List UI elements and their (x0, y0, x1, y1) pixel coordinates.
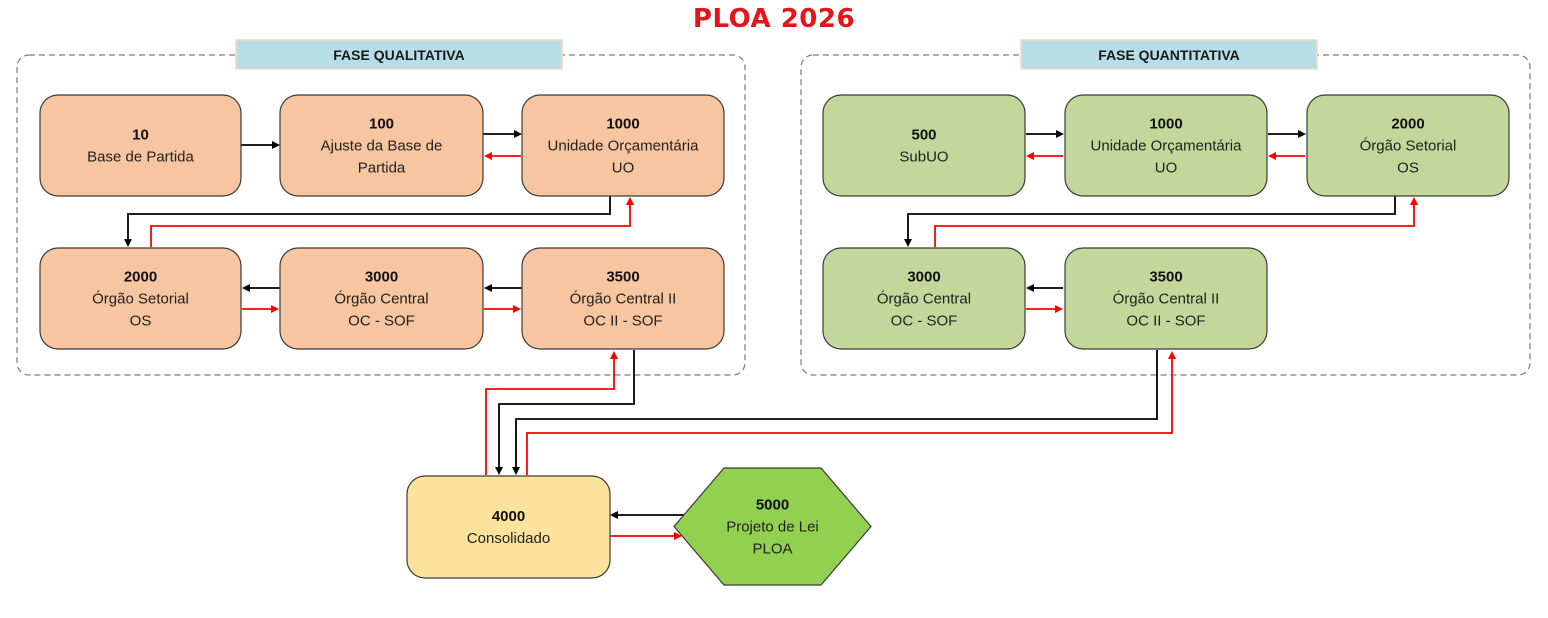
rounded-box-shape (1064, 247, 1268, 350)
node-label-line: UO (612, 160, 635, 177)
phase-quantitativa: FASE QUANTITATIVA (800, 39, 1531, 376)
node-label-line: OS (1397, 160, 1419, 177)
flow-c4000-to-n3500 (526, 351, 1176, 475)
node-code: 10 (132, 127, 149, 144)
hexagon-shape (673, 467, 872, 586)
node-label-line: SubUO (899, 149, 948, 166)
rounded-box-shape (521, 247, 725, 350)
node-code: 5000 (756, 497, 789, 514)
node-label-line: OS (130, 313, 152, 330)
rounded-box-shape (822, 247, 1026, 350)
rounded-box-shape (39, 247, 242, 350)
node-label-line: Unidade Orçamentária (1091, 138, 1243, 155)
rounded-box-shape (406, 475, 611, 579)
node-code: 2000 (124, 269, 157, 286)
node-label-line: UO (1155, 160, 1178, 177)
node-label-line: Órgão Central (877, 291, 971, 308)
flow-q1000-to-q2000 (124, 196, 611, 247)
node-label-line: Consolidado (467, 530, 550, 547)
node-code: 3000 (365, 269, 398, 286)
phase-qualitativa-label-box (235, 39, 563, 70)
node-code: 500 (911, 127, 936, 144)
node-code: 3500 (606, 269, 639, 286)
phase-quantitativa-label: FASE QUANTITATIVA (1098, 47, 1240, 63)
node-label-line: Órgão Setorial (92, 291, 189, 308)
flow-n3000-to-n2000 (934, 197, 1418, 247)
flow-q3500-to-c4000 (495, 350, 635, 475)
node-label-line: Partida (358, 160, 406, 177)
node-code: 1000 (606, 116, 639, 133)
node-label-line: OC II - SOF (1126, 313, 1205, 330)
node-code: 3000 (907, 269, 940, 286)
flow-q2000-to-q1000 (150, 197, 634, 247)
node-code: 100 (369, 116, 394, 133)
phase-qualitativa-label: FASE QUALITATIVA (333, 47, 464, 63)
node-label-line: OC - SOF (348, 313, 415, 330)
node-label-line: Órgão Central II (570, 291, 677, 308)
rounded-box-shape (1064, 94, 1268, 197)
node-label-line: Órgão Central II (1113, 291, 1220, 308)
node-label-line: Órgão Central (334, 291, 428, 308)
node-code: 2000 (1391, 116, 1424, 133)
diagram-title: PLOA 2026 (692, 4, 856, 34)
node-code: 3500 (1149, 269, 1182, 286)
phase-qualitativa: FASE QUALITATIVA (16, 39, 746, 376)
rounded-box-shape (822, 94, 1026, 197)
node-label-line: OC - SOF (891, 313, 958, 330)
flow-c4000-to-q3500 (485, 351, 618, 475)
node-label-line: Órgão Setorial (1360, 138, 1457, 155)
rounded-box-shape (39, 94, 242, 197)
node-label-line: Projeto de Lei (726, 519, 819, 536)
node-label-line: Unidade Orçamentária (548, 138, 700, 155)
flow-n3500-to-c4000 (512, 350, 1158, 475)
node-code: 1000 (1149, 116, 1182, 133)
rounded-box-shape (1306, 94, 1510, 197)
node-label-line: OC II - SOF (583, 313, 662, 330)
node-label-line: Base de Partida (87, 149, 194, 166)
node-code: 4000 (492, 508, 525, 525)
node-label-line: Ajuste da Base de (321, 138, 443, 155)
node-label-line: PLOA (752, 541, 792, 558)
rounded-box-shape (279, 94, 484, 197)
flow-n2000-to-n3000 (904, 196, 1396, 247)
rounded-box-shape (279, 247, 484, 350)
rounded-box-shape (521, 94, 725, 197)
phase-quantitativa-label-box (1020, 39, 1318, 70)
flow-connectors (124, 130, 1418, 540)
